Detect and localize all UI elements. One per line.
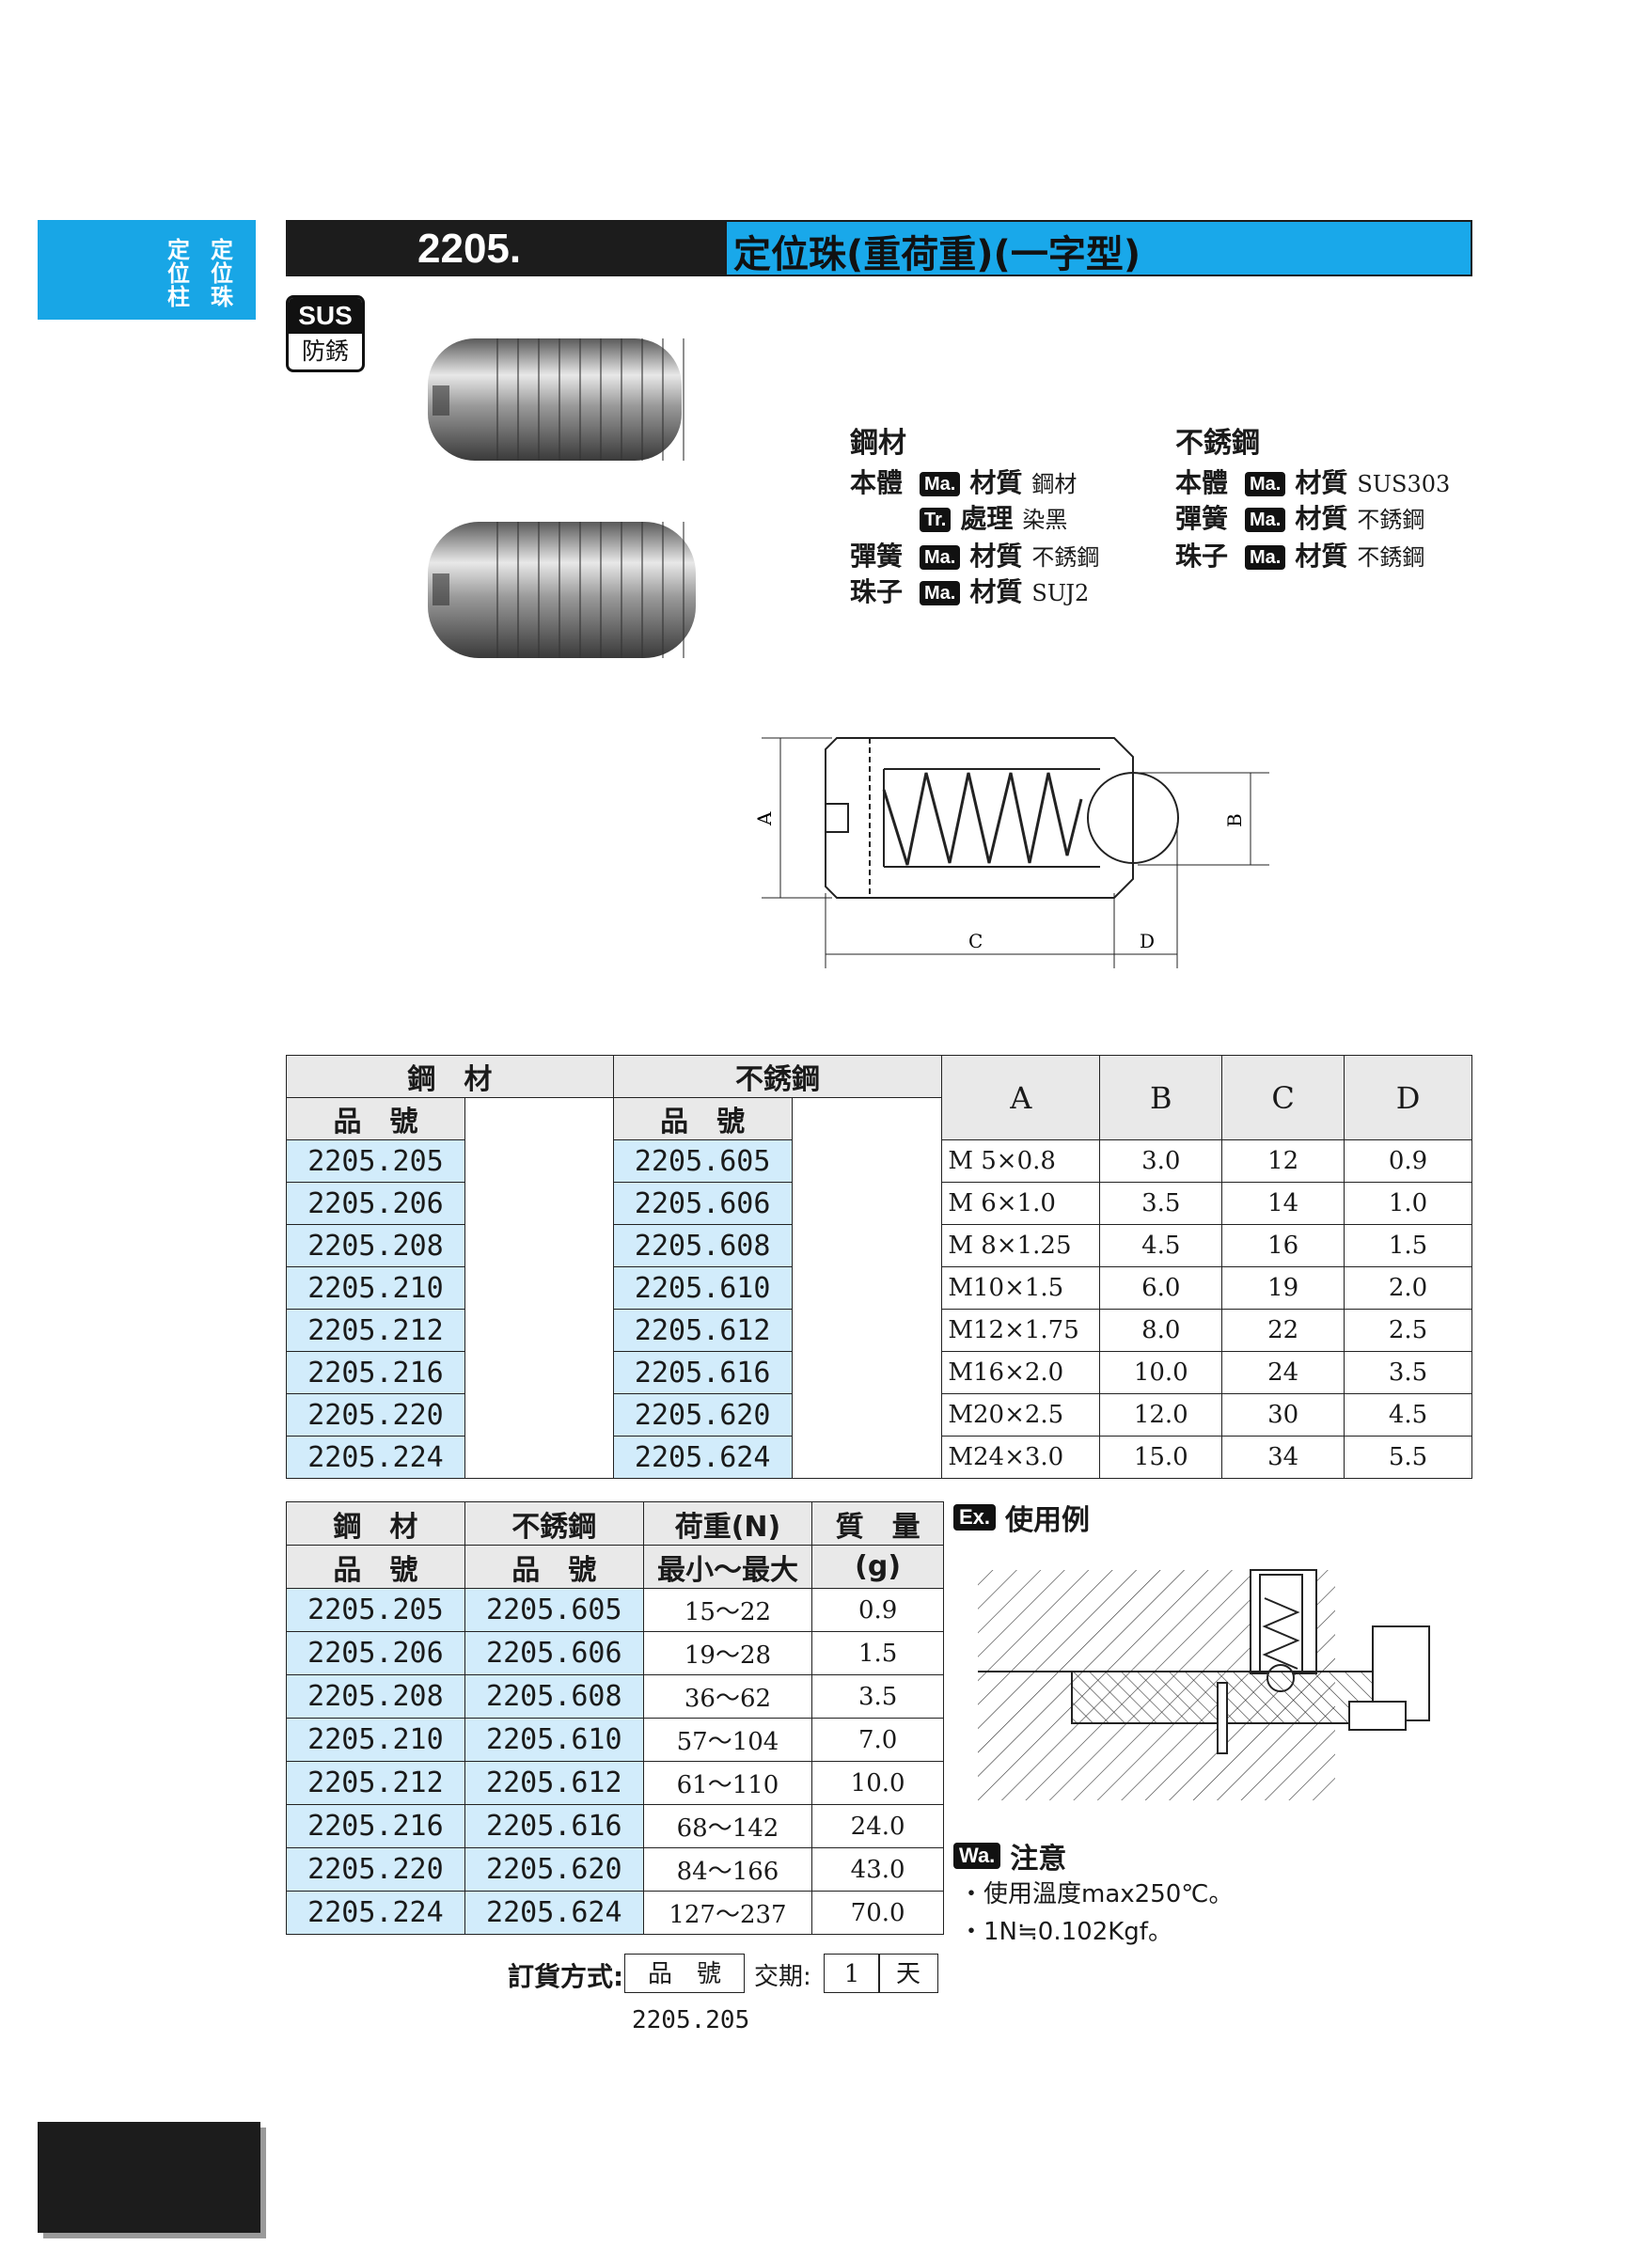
lead-time-unit: 天	[878, 1954, 938, 1993]
photo-screw-top	[428, 338, 686, 461]
table-row: 2205.208 2205.608 M 8×1.25 4.5 16 1.5	[286, 1224, 1472, 1267]
badge-sus-label: SUS	[289, 298, 362, 334]
warning-heading: Wa.注意	[953, 1835, 1066, 1876]
table-row: 2205.206 2205.606 M 6×1.0 3.5 14 1.0	[286, 1182, 1472, 1225]
material-tag: Ma.	[920, 581, 961, 605]
table-row: 2205.220 2205.620 M20×2.5 12.0 30 4.5	[286, 1393, 1472, 1437]
table-header-row: 品 號 品 號 最小～最大 (g)	[286, 1545, 944, 1589]
order-part-no-box: 品 號	[624, 1954, 745, 1993]
treatment-tag: Tr.	[920, 508, 952, 532]
ball-circle	[1087, 772, 1179, 864]
material-tag: Ma.	[1245, 472, 1286, 496]
table-header-row: 鋼 材 不銹鋼 荷重(N) 質 量	[286, 1501, 944, 1546]
header-min-max: 最小～最大	[642, 1545, 813, 1589]
dim-label-a: A	[753, 811, 776, 826]
material-tag: Ma.	[1245, 508, 1286, 532]
lead-time-label: 交期:	[754, 1963, 811, 1991]
photo-screw-bottom	[428, 522, 696, 658]
steel-materials-heading: 鋼材	[850, 427, 906, 460]
usage-example-diagram	[978, 1569, 1430, 1800]
header-steel: 鋼 材	[286, 1055, 614, 1098]
product-name: 定位珠(重荷重)(一字型)	[733, 233, 1141, 276]
lead-time-value: 1	[824, 1954, 880, 1993]
load-weight-table: 鋼 材 不銹鋼 荷重(N) 質 量 品 號 品 號 最小～最大 (g) 2205…	[286, 1501, 944, 1935]
ordering-method-label: 訂貨方式:	[508, 1961, 624, 1992]
badge-rust-proof-label: 防銹	[301, 338, 349, 365]
side-tab-text-locating-ball: 定位珠	[211, 237, 233, 310]
header-col-b: B	[1099, 1055, 1223, 1140]
material-tag: Ma.	[1245, 545, 1286, 570]
dim-label-c: C	[968, 930, 983, 952]
table-header-row: 品 號 品 號	[286, 1097, 1472, 1479]
header-load: 荷重(N)	[642, 1501, 813, 1546]
header-steel: 鋼 材	[286, 1501, 465, 1546]
dim-label-d: D	[1140, 930, 1155, 952]
title-name-band	[727, 222, 1471, 275]
table-header-row: 鋼 材 不銹鋼 A B C D	[286, 1055, 1472, 1140]
table-row: 2205.210 2205.610 M10×1.5 6.0 19 2.0	[286, 1266, 1472, 1310]
warning-tag: Wa.	[953, 1843, 1001, 1869]
example-tag: Ex.	[953, 1504, 997, 1531]
header-weight: 質 量	[811, 1501, 944, 1546]
usage-example-heading: Ex.使用例	[953, 1497, 1090, 1538]
header-col-a: A	[941, 1055, 1101, 1140]
header-grams: (g)	[811, 1545, 944, 1589]
header-col-c: C	[1221, 1055, 1345, 1140]
steel-treatment-row: Tr.處理染黑	[850, 502, 1067, 536]
material-tag: Ma.	[920, 545, 961, 570]
side-tab-text-locating-pin: 定位柱	[167, 237, 190, 310]
material-tag: Ma.	[920, 472, 961, 496]
table-row: 2205.216 2205.616 M16×2.0 10.0 24 3.5	[286, 1351, 1472, 1394]
warning-note-temperature: ・使用溫度max250℃。	[959, 1880, 1234, 1908]
dimension-drawing: A B C D	[753, 737, 1269, 968]
table-row: 2205.224 2205.624 M24×3.0 15.0 34 5.5	[286, 1436, 1472, 1479]
category-side-tab[interactable]	[38, 220, 256, 320]
header-part-no: 品 號	[286, 1097, 465, 1140]
warning-note-conversion: ・1N≒0.102Kgf。	[959, 1918, 1172, 1946]
product-number: 2205.	[417, 226, 522, 272]
header-part-no: 品 號	[612, 1097, 793, 1140]
sus-rust-proof-badge: SUS 防銹	[286, 295, 365, 372]
header-part-no: 品 號	[464, 1545, 644, 1589]
header-part-no: 品 號	[286, 1545, 465, 1589]
header-stainless: 不銹鋼	[464, 1501, 644, 1546]
dim-label-b: B	[1223, 813, 1246, 827]
header-stainless: 不銹鋼	[612, 1055, 943, 1098]
table-row: 2205.212 2205.612 M12×1.75 8.0 22 2.5	[286, 1309, 1472, 1352]
header-col-d: D	[1344, 1055, 1472, 1140]
order-example: 2205.205	[632, 2006, 750, 2034]
spring-zigzag	[882, 772, 1083, 866]
stainless-materials-heading: 不銹鋼	[1175, 427, 1260, 460]
page-footer-block	[38, 2122, 260, 2233]
dimension-spec-table: 鋼 材 不銹鋼 A B C D 品 號 品 號 2205.205 2205.60…	[286, 1055, 1472, 1479]
product-photo	[428, 338, 696, 658]
